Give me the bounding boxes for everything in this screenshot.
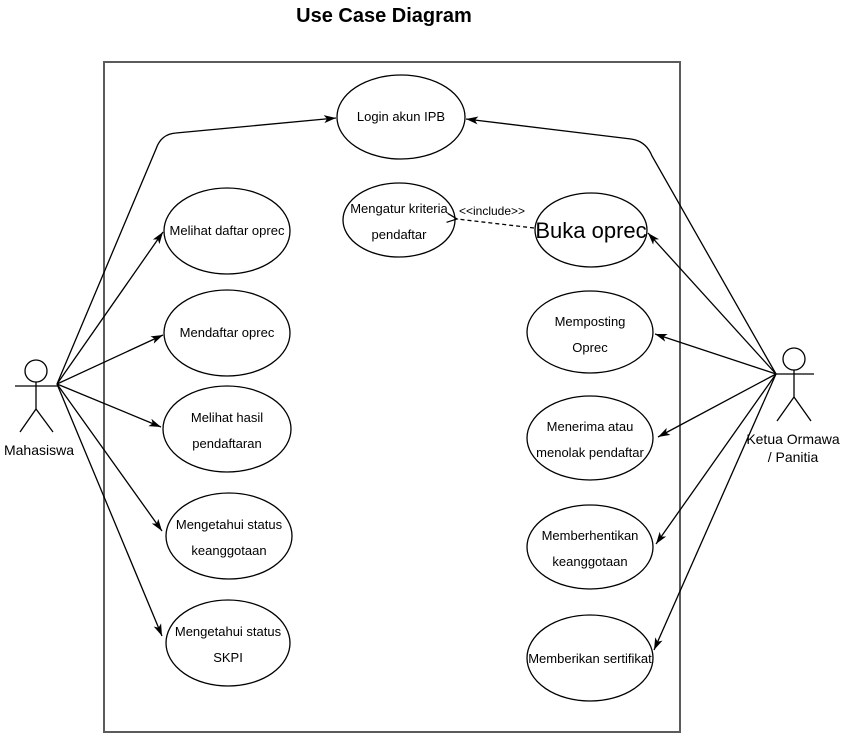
usecase-status-skpi-ellipse <box>165 599 291 687</box>
include-edge <box>446 212 535 229</box>
usecase-status-skpi-label-line1: Mengetahui status <box>175 624 282 639</box>
edge-ketua-memberhentikan <box>655 373 777 545</box>
usecase-melihat-hasil-ellipse <box>162 385 292 473</box>
edge-mahasiswa-mendaftar <box>56 334 164 385</box>
usecase-mendaftar-label: Mendaftar oprec <box>180 325 275 340</box>
edge-mahasiswa-melihat-daftar <box>56 231 164 385</box>
edge-ketua-memposting <box>654 333 777 375</box>
diagram-title: Use Case Diagram <box>296 5 472 27</box>
usecase-status-skpi-label-line2: SKPI <box>213 650 243 665</box>
usecase-memberhentikan-label-line2: keanggotaan <box>552 554 627 569</box>
usecase-melihat-daftar-label: Melihat daftar oprec <box>170 223 285 238</box>
usecase-mendaftar-ellipse <box>163 289 291 377</box>
edge-mahasiswa-status-skpi <box>56 383 163 637</box>
usecase-memposting-label-line2: Oprec <box>572 340 608 355</box>
usecase-memberhentikan-label-line1: Memberhentikan <box>542 528 639 543</box>
usecase-buka-oprec-label: Buka oprec <box>535 218 646 243</box>
usecase-status-keanggotaan-label-line1: Mengetahui status <box>176 517 283 532</box>
usecase-melihat-hasil-label-line1: Melihat hasil <box>191 410 263 425</box>
actor-mahasiswa: Mahasiswa <box>4 359 74 458</box>
usecase-login-label: Login akun IPB <box>357 109 445 124</box>
stick-figure-icon <box>15 359 58 433</box>
edge-ketua-memberikan-sertifikat <box>653 373 777 651</box>
include-relationship: <<include>> <box>446 204 535 229</box>
usecase-menerima-label-line2: menolak pendaftar <box>536 445 644 460</box>
usecase-memposting-ellipse <box>526 290 654 374</box>
usecase-memposting-label-line1: Memposting <box>555 314 626 329</box>
usecase-menerima-ellipse <box>526 395 654 481</box>
usecase-melihat-daftar-ellipse <box>163 187 291 275</box>
actor-ketua-label-line2: / Panitia <box>768 449 819 465</box>
usecase-menerima-label-line1: Menerima atau <box>547 419 634 434</box>
usecase-mengatur-kriteria-label-line2: pendaftar <box>372 227 428 242</box>
usecase-memberhentikan-ellipse <box>526 504 654 590</box>
edge-mahasiswa-status-keanggotaan <box>56 383 163 532</box>
edge-mahasiswa-melihat-hasil <box>56 383 162 428</box>
usecase-status-keanggotaan-label-line2: keanggotaan <box>191 543 266 558</box>
usecase-status-keanggotaan-ellipse <box>165 492 293 580</box>
usecase-mengatur-kriteria-ellipse <box>342 182 456 258</box>
edge-ketua-menerima <box>657 373 777 438</box>
edge-mahasiswa-login <box>56 115 337 385</box>
edge-ketua-buka-oprec <box>647 232 777 375</box>
stick-figure-icon <box>775 347 814 422</box>
usecase-nodes <box>162 74 654 702</box>
actor-ketua-ormawa: Ketua Ormawa / Panitia <box>746 347 840 465</box>
edges-mahasiswa <box>56 115 337 637</box>
edges-ketua <box>465 116 777 651</box>
system-boundary <box>103 61 681 733</box>
usecase-login-ellipse <box>336 74 466 160</box>
usecase-labels: Login akun IPB Mengatur kriteria pendaft… <box>170 109 653 666</box>
edge-ketua-login <box>465 116 777 375</box>
actor-mahasiswa-label: Mahasiswa <box>4 442 74 458</box>
usecase-melihat-hasil-label-line2: pendaftaran <box>192 436 261 451</box>
usecase-buka-oprec-ellipse <box>534 192 648 268</box>
usecase-memberikan-sertifikat-label: Memberikan sertifikat <box>528 651 652 666</box>
include-label: <<include>> <box>459 204 525 218</box>
usecase-memberikan-sertifikat-ellipse <box>526 614 654 702</box>
usecase-mengatur-kriteria-label-line1: Mengatur kriteria <box>350 201 448 216</box>
actor-ketua-label-line1: Ketua Ormawa <box>746 431 840 447</box>
